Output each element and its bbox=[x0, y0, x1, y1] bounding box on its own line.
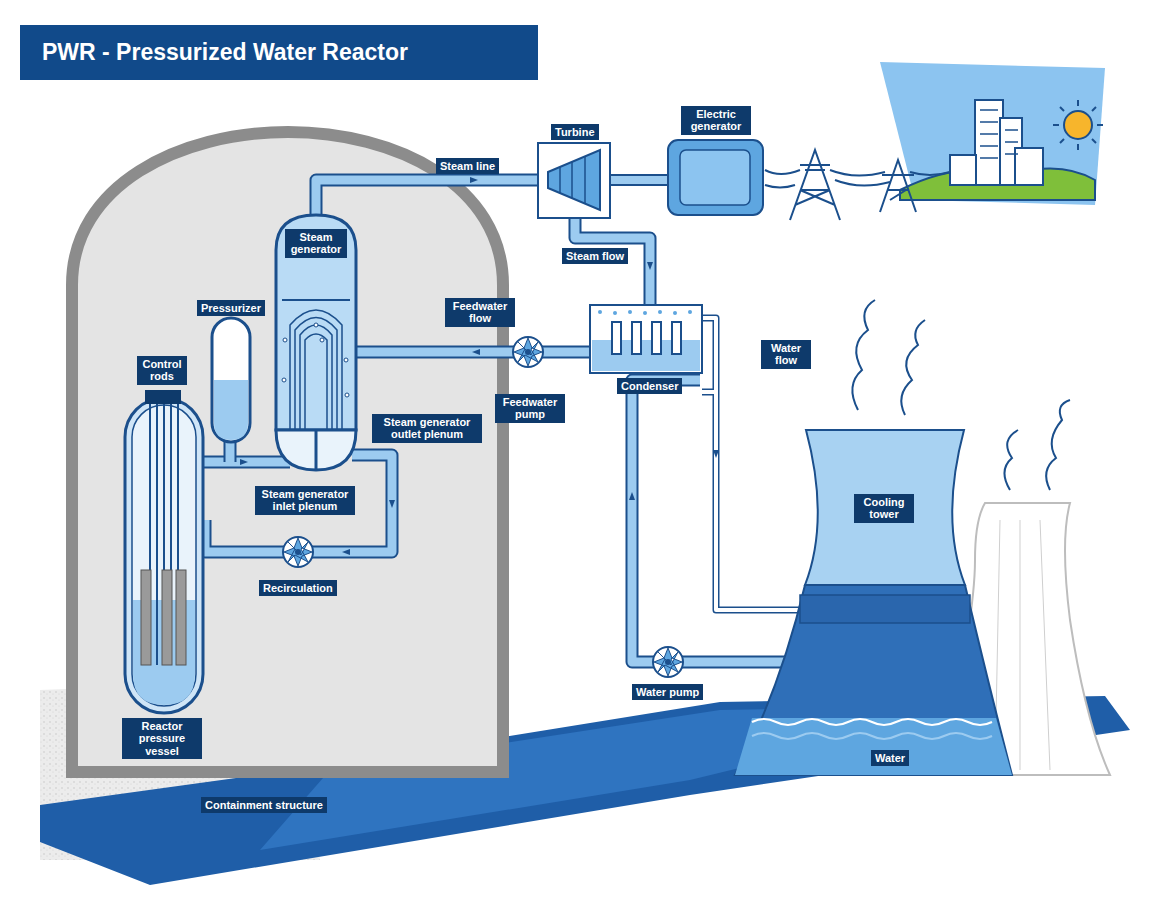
part-label: Water bbox=[871, 750, 909, 766]
part-label: Turbine bbox=[551, 124, 599, 140]
part-label: Feedwater pump bbox=[495, 394, 565, 423]
part-label: Water pump bbox=[632, 684, 703, 700]
part-label: Electric generator bbox=[681, 106, 751, 135]
part-label: Control rods bbox=[137, 356, 187, 385]
part-label: Steam generator outlet plenum bbox=[372, 414, 482, 443]
part-label: Feedwater flow bbox=[445, 298, 515, 327]
part-label: Water flow bbox=[761, 340, 811, 369]
part-label: Cooling tower bbox=[854, 494, 914, 523]
part-label: Containment structure bbox=[201, 797, 327, 813]
part-label: Steam flow bbox=[562, 248, 628, 264]
part-label: Reactor pressure vessel bbox=[122, 718, 202, 759]
title-banner: PWR - Pressurized Water Reactor bbox=[20, 25, 538, 80]
part-label: Steam generator inlet plenum bbox=[255, 486, 355, 515]
part-label: Steam line bbox=[436, 158, 499, 174]
part-label: Pressurizer bbox=[197, 300, 265, 316]
part-label: Recirculation bbox=[259, 580, 337, 596]
part-label: Steam generator bbox=[285, 229, 347, 258]
part-label: Condenser bbox=[617, 378, 682, 394]
